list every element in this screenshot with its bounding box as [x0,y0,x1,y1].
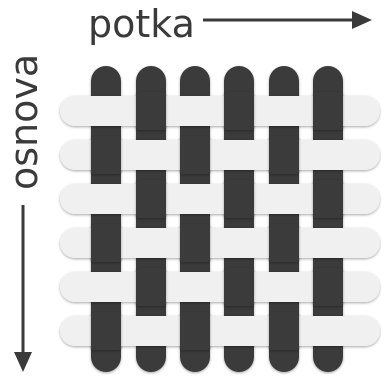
warp-over-crossing [91,136,121,174]
warp-over-crossing [224,180,254,218]
warp-over-crossing [91,224,121,262]
weft-thread [60,316,380,346]
warp-over-crossing [180,224,210,262]
warp-over-crossing [224,92,254,130]
warp-over-crossing [180,136,210,174]
warp-over-crossing [313,268,343,306]
warp-over-crossing [224,268,254,306]
warp-over-crossing [136,92,166,130]
weft-thread [60,228,380,258]
warp-over-crossing [313,180,343,218]
warp-over-crossing [180,312,210,350]
warp-label: osnova [2,54,46,190]
weft-arrow [203,11,372,29]
warp-over-crossing [91,312,121,350]
warp-over-crossing [269,312,299,350]
weft-thread [60,140,380,170]
weft-label: potka [88,2,195,46]
warp-over-crossing [313,92,343,130]
warp-over-crossing [269,136,299,174]
woven-fabric [60,66,380,372]
warp-over-crossing [269,224,299,262]
warp-over-crossing [136,180,166,218]
warp-over-crossing [136,268,166,306]
warp-arrow [14,205,32,372]
